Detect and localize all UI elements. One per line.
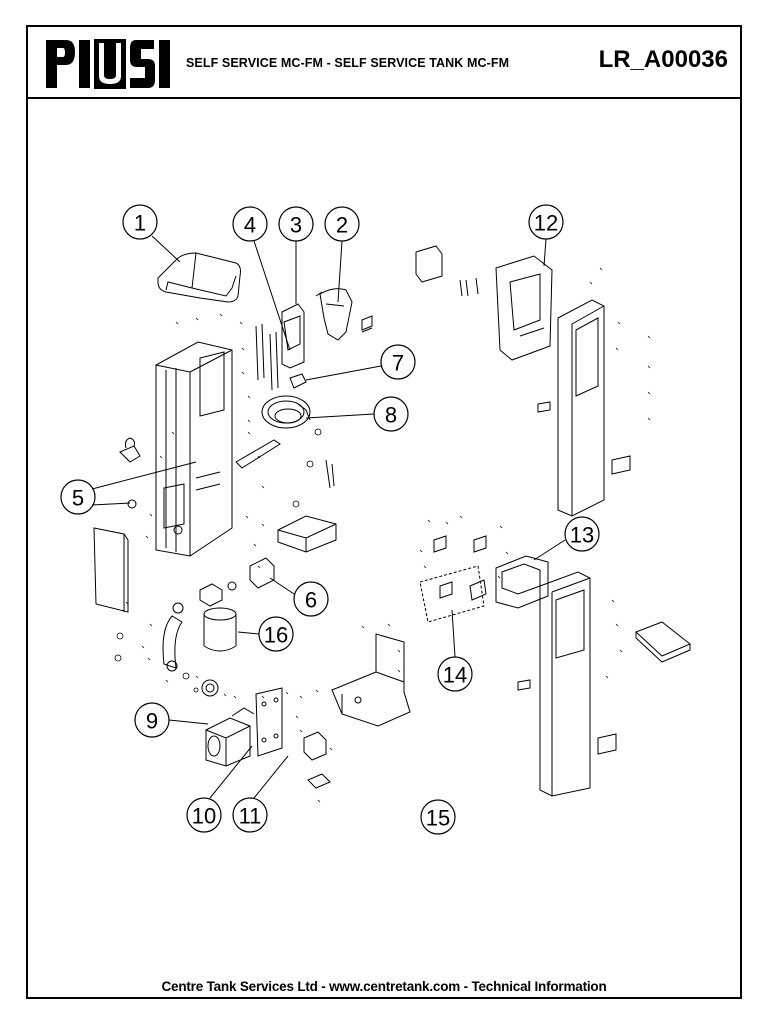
callout-label-9: 9	[146, 709, 158, 734]
part-control-housing	[415, 245, 553, 361]
callout-label-4: 4	[244, 213, 256, 238]
part-front-panel-upper	[537, 299, 631, 517]
callout-circle-15	[420, 799, 456, 835]
part-tray	[277, 515, 337, 553]
part-side-panel	[93, 527, 129, 613]
callout-label-14: 14	[443, 663, 467, 688]
document-title: SELF SERVICE MC-FM - SELF SERVICE TANK M…	[186, 56, 510, 70]
callout-circle-11	[232, 797, 268, 833]
callout-circles	[60, 204, 600, 835]
part-top-cap	[157, 252, 241, 303]
hardware-small-parts	[114, 267, 651, 803]
part-base-bracket	[331, 633, 411, 727]
part-gasket	[201, 679, 219, 697]
part-pipe	[162, 602, 184, 672]
callout-label-7: 7	[392, 351, 404, 376]
callout-circle-10	[186, 797, 222, 833]
part-valve-block	[199, 557, 275, 607]
callout-circle-6	[293, 581, 329, 617]
callout-label-6: 6	[305, 588, 317, 613]
callout-label-16: 16	[264, 623, 288, 648]
callout-circle-13	[564, 516, 600, 552]
part-nozzle	[315, 288, 373, 341]
callout-label-3: 3	[290, 213, 302, 238]
part-rail	[235, 439, 335, 489]
callout-label-11: 11	[239, 804, 262, 829]
callout-circle-4	[232, 206, 268, 242]
callout-circle-5	[60, 479, 96, 515]
callout-circle-1	[122, 204, 158, 240]
part-manual	[635, 621, 691, 663]
title-block: SELF SERVICE MC-FM - SELF SERVICE TANK M…	[28, 27, 740, 99]
drawing-frame: SELF SERVICE MC-FM - SELF SERVICE TANK M…	[26, 25, 742, 999]
piusi-logo	[46, 39, 170, 89]
callout-label-13: 13	[570, 523, 594, 548]
callout-label-5: 5	[72, 486, 84, 511]
callout-label-10: 10	[192, 804, 216, 829]
part-mounting-plate	[255, 687, 283, 757]
callout-label-8: 8	[385, 403, 397, 428]
part-front-panel-lower	[517, 571, 617, 797]
part-nozzle-holder	[255, 303, 305, 391]
part-pump-motor	[205, 707, 255, 767]
part-keypad-cluster	[419, 535, 487, 623]
callout-label-1: 1	[134, 211, 146, 236]
callout-labels: 1 2 3 4 5 6 7 8 9 10 11 12 13 14 15 16	[72, 211, 594, 831]
part-hose-fitting	[261, 373, 311, 429]
callout-label-12: 12	[534, 211, 558, 236]
callout-circle-7	[380, 344, 416, 380]
callout-label-15: 15	[426, 806, 450, 831]
leader-lines	[91, 235, 566, 799]
drawing-code: LR_A00036	[598, 46, 728, 73]
part-filter	[203, 607, 237, 652]
footer-text: Centre Tank Services Ltd - www.centretan…	[161, 979, 607, 994]
part-bracket-5	[119, 437, 141, 509]
part-meter	[303, 731, 331, 789]
callout-label-2: 2	[336, 213, 348, 238]
part-column-body	[155, 341, 233, 557]
